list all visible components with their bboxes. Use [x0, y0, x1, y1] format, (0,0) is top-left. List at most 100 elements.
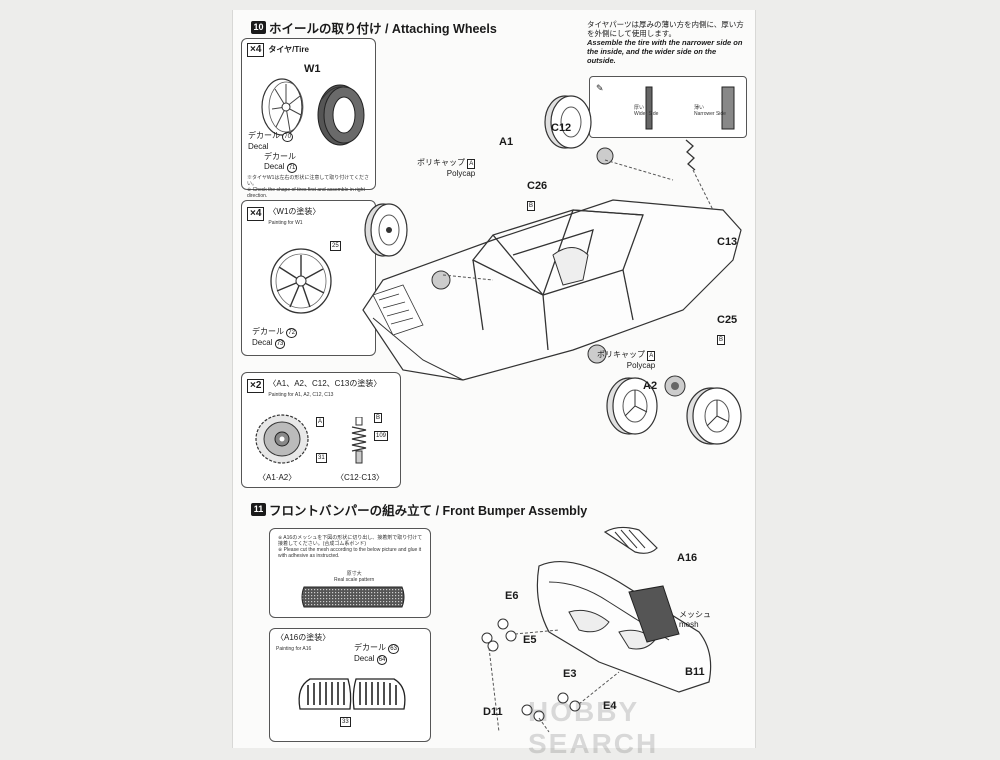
step-10-heading: 10 ホイールの取り付け / Attaching Wheels — [251, 18, 497, 37]
front-bumper-assembly-drawing — [481, 526, 712, 733]
decal-64-number: 64 — [376, 655, 388, 665]
front-left-wheel — [364, 203, 408, 257]
label-c26: C26 B — [527, 176, 547, 212]
mesh-caption: 原寸大 Real scale pattern — [334, 571, 374, 583]
label-c25-text: C25 — [717, 314, 738, 326]
label-e4: E4 — [603, 700, 617, 712]
decal-72-73-label: デカール 72 Decal 73 — [252, 327, 297, 349]
w1-wheel-illustration — [270, 248, 332, 314]
tire-cross-section — [645, 86, 735, 130]
watermark: HOBBY SEARCH — [528, 696, 659, 759]
decal-71-label: デカール Decal 71 — [264, 152, 298, 173]
paint-w1-multiplier: ×4 — [247, 207, 265, 221]
color-25-badge: 25 — [330, 241, 341, 251]
mesh-note-en: ※ Please cut the mesh according to the b… — [278, 547, 422, 559]
tire-orientation-en: Assemble the tire with the narrower side… — [587, 38, 743, 65]
polycap-bottom-jp: ポリキャップ — [597, 350, 645, 359]
badge-31-color: 31 — [316, 453, 327, 463]
narrow-en: Narrower Side — [694, 111, 726, 117]
label-e6: E6 — [505, 590, 519, 602]
tire-note-jp: ※タイヤW1は左右の形状に注意して取り付けてください。 — [247, 175, 370, 187]
decal-70-jp: デカール — [248, 131, 280, 140]
paint-a16-box: 〈A16の塗装〉 Painting for A16 デカール 63 Decal … — [269, 628, 431, 742]
decal-71-en: Decal — [264, 162, 285, 171]
decal-73-number: 73 — [274, 339, 286, 349]
decal-70-number: 70 — [282, 132, 293, 142]
paint-a-title: 〈A1、A2、C12、C13の塗装〉 — [268, 379, 382, 388]
mesh-cut-box: ※ A16のメッシュを下図の形状に切り出し、接着剤で取り付けて接着してください。… — [269, 528, 431, 618]
label-a1: A1 — [499, 136, 514, 148]
label-c12: C12 — [551, 122, 572, 134]
decal-70-en: Decal — [248, 142, 269, 151]
caption-c12-c13: 〈C12·C13〉 — [336, 473, 385, 482]
decal-73-en: Decal — [252, 338, 273, 347]
caption-a1-a2: 〈A1·A2〉 — [258, 473, 297, 482]
step-11-heading: 11 フロントバンパーの組み立て / Front Bumper Assembly — [251, 500, 587, 519]
mesh-note-jp: ※ A16のメッシュを下図の形状に切り出し、接着剤で取り付けて接着してください。… — [278, 535, 423, 547]
label-c13: C13 — [717, 236, 738, 248]
tire-multiplier: ×4 — [247, 43, 265, 57]
badge-a-color: A — [316, 417, 325, 427]
decal-71-jp: デカール — [264, 152, 296, 161]
mesh-pattern — [301, 586, 405, 608]
color-33-badge: 33 — [340, 717, 351, 727]
paint-a16-heading: 〈A16の塗装〉 Painting for A16 — [276, 633, 330, 653]
label-b11: B11 — [685, 666, 705, 678]
polycap-top-badge: A — [467, 159, 476, 169]
narrow-jp: 薄い — [694, 105, 705, 111]
paint-a16-title: 〈A16の塗装〉 — [276, 633, 331, 642]
kidney-grille-illustration — [298, 678, 406, 710]
badge-109-color: 109 — [374, 431, 389, 441]
mesh-caption-jp: 原寸大 — [346, 571, 362, 577]
tire-orientation-note: タイヤパーツは厚みの薄い方を内側に、厚い方を外側にして使用します。 Assemb… — [587, 20, 747, 65]
polycap-label-top: ポリキャップ A Polycap — [417, 158, 476, 179]
polycap-label-bottom: ポリキャップ A Polycap — [597, 350, 656, 371]
step-11-title: フロントバンパーの組み立て / Front Bumper Assembly — [269, 504, 588, 518]
instruction-page: 10 ホイールの取り付け / Attaching Wheels ×4 タイヤ/T… — [232, 10, 756, 759]
wide-en: Wider Side — [634, 111, 659, 117]
hub-a1-a2-illustration — [255, 414, 309, 464]
tire-note-en: ※ Check the shape of tires first and ass… — [247, 187, 365, 199]
wide-side-label: 厚い Wider Side — [634, 105, 658, 117]
paint-w1-title: 〈W1の塗装〉 — [268, 207, 321, 216]
decal-64-en: Decal — [354, 654, 375, 663]
mesh-caption-en: Real scale pattern — [334, 577, 375, 583]
tire-title: タイヤ/Tire — [268, 45, 309, 54]
paint-w1-subtitle: Painting for W1 — [268, 220, 303, 226]
wide-jp: 厚い — [634, 105, 645, 111]
label-a16: A16 — [677, 552, 698, 564]
decal-72-jp: デカール — [252, 327, 284, 336]
label-c26-text: C26 — [527, 180, 548, 192]
decal-63-number: 63 — [388, 644, 399, 654]
label-e3: E3 — [563, 668, 577, 680]
mesh-label-en: mesh — [679, 620, 699, 629]
paint-a-subtitle: Painting for A1, A2, C12, C13 — [268, 392, 334, 398]
polycap-bottom-badge: A — [647, 351, 656, 361]
tire-side-diagram: ✎ 厚い Wider Side 薄い Narrower Side — [589, 76, 747, 138]
part-w1-label: W1 — [304, 63, 321, 75]
decal-63-64-label: デカール 63 Decal 64 — [354, 643, 399, 665]
pen-icon: ✎ — [596, 83, 604, 93]
polycap-top-en: Polycap — [446, 169, 476, 178]
decal-72-number: 72 — [286, 328, 297, 338]
decal-71-number: 71 — [286, 163, 298, 173]
paint-a16-subtitle: Painting for A16 — [276, 646, 312, 652]
badge-b-color: B — [374, 413, 383, 423]
tire-box: ×4 タイヤ/Tire W1 デカール 70 Decal デカール — [241, 38, 376, 199]
paint-w1-box: ×4 〈W1の塗装〉 Painting for W1 25 デカール 72 De… — [241, 200, 376, 356]
wheel-tire-illustration — [261, 78, 365, 146]
label-c26-badge: B — [527, 201, 536, 211]
step-10-title: ホイールの取り付け / Attaching Wheels — [269, 22, 497, 36]
car-chassis-assembly-drawing — [362, 95, 742, 435]
polycap-bottom-en: Polycap — [626, 361, 656, 370]
paint-a1-a2-box: ×2 〈A1、A2、C12、C13の塗装〉 Painting for A1, A… — [241, 372, 401, 488]
damper-c12-c13-illustration — [351, 417, 367, 464]
narrow-side-label: 薄い Narrower Side — [694, 105, 726, 117]
decal-70-label: デカール 70 Decal — [248, 131, 293, 152]
tire-orientation-jp: タイヤパーツは厚みの薄い方を内側に、厚い方を外側にして使用します。 — [587, 20, 744, 38]
step-11-number: 11 — [251, 503, 266, 516]
label-e5: E5 — [523, 634, 537, 646]
polycap-top-jp: ポリキャップ — [417, 158, 465, 167]
label-a2-text: A2 — [643, 380, 658, 392]
mesh-label-jp: メッシュ — [679, 610, 711, 619]
